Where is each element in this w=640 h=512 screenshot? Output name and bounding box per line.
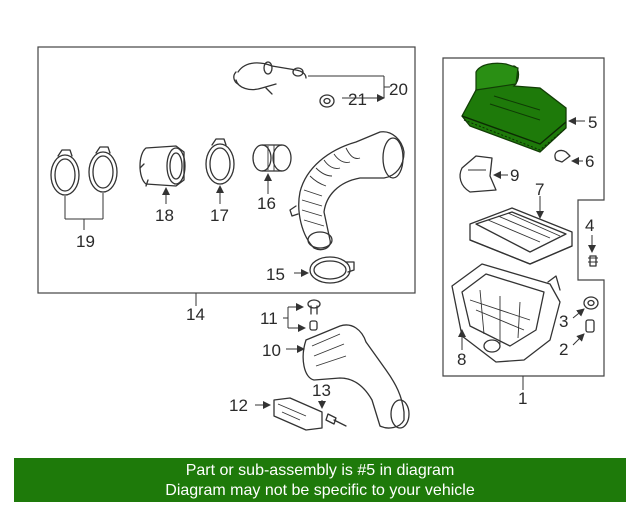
part-5-air-cleaner-cover[interactable] — [461, 62, 567, 153]
callout-9: 9 — [510, 166, 519, 185]
part-19-hose-clamps[interactable] — [50, 146, 118, 196]
part-7-filter-element[interactable] — [469, 207, 573, 265]
part-6-clip[interactable] — [554, 149, 571, 163]
part-9-duct[interactable] — [459, 155, 497, 193]
callout-21: 21 — [348, 90, 367, 109]
group-box-1 — [442, 57, 605, 377]
callout-6: 6 — [585, 152, 594, 171]
part-17-clamp[interactable] — [205, 138, 235, 185]
callout-18: 18 — [155, 206, 174, 225]
callout-19: 19 — [76, 232, 95, 251]
callout-20: 20 — [389, 80, 408, 99]
part-21-clip[interactable] — [319, 94, 335, 108]
banner-line-1: Part or sub-assembly is #5 in diagram — [185, 462, 455, 479]
notice-banner: Part or sub-assembly is #5 in diagram Di… — [14, 458, 626, 502]
part-10-inlet-duct[interactable] — [302, 324, 410, 429]
callout-11: 11 — [260, 309, 278, 328]
part-13-screw[interactable] — [325, 413, 347, 427]
part-20-vent-hose[interactable] — [233, 61, 307, 95]
part-11-fasteners[interactable] — [307, 299, 321, 331]
intake-hose[interactable] — [289, 131, 405, 251]
callout-5: 5 — [588, 113, 597, 132]
callout-16: 16 — [257, 194, 276, 213]
callout-7: 7 — [535, 180, 544, 199]
callout-8: 8 — [457, 350, 466, 369]
part-16-coupler[interactable] — [252, 144, 292, 172]
callout-13: 13 — [312, 381, 331, 400]
callout-14: 14 — [186, 305, 205, 324]
callout-4: 4 — [585, 216, 594, 235]
callout-17: 17 — [210, 206, 229, 225]
part-3-grommet[interactable] — [583, 296, 599, 310]
callout-1: 1 — [518, 389, 527, 408]
part-2-collar[interactable] — [585, 319, 595, 333]
callout-3: 3 — [559, 312, 568, 331]
part-8-lower-housing[interactable] — [451, 263, 561, 363]
part-15-clamp[interactable] — [309, 256, 355, 284]
group-box-14 — [37, 46, 416, 294]
callout-12: 12 — [229, 396, 248, 415]
part-18-adapter[interactable] — [139, 145, 186, 187]
callout-10: 10 — [262, 341, 281, 360]
banner-line-2: Diagram may not be specific to your vehi… — [165, 482, 475, 499]
part-4-bolt[interactable] — [588, 255, 598, 267]
callout-15: 15 — [266, 265, 285, 284]
part-12-bracket[interactable] — [273, 397, 323, 431]
callout-2: 2 — [559, 340, 568, 359]
